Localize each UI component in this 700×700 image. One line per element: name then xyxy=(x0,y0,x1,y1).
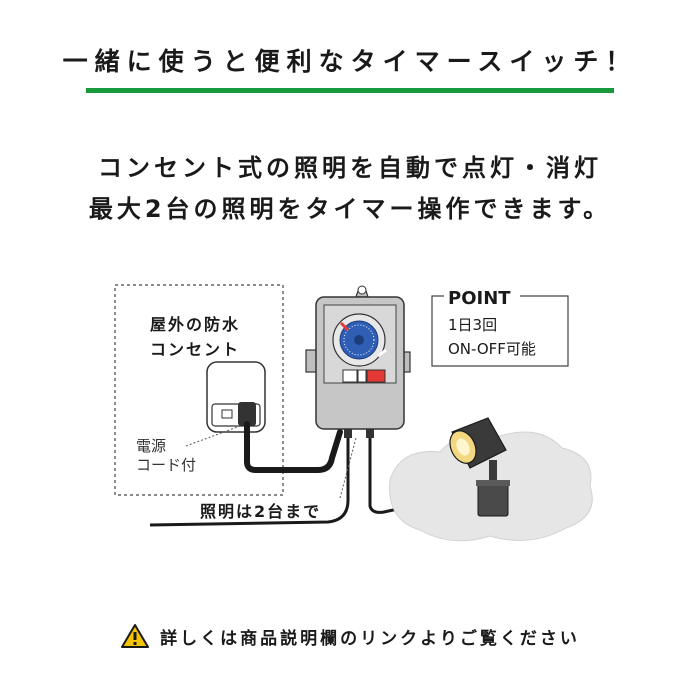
cord-leader-line xyxy=(185,425,241,447)
outlet-label-line-1: 屋外の防水 xyxy=(150,315,240,334)
footer-notice: 詳しくは商品説明欄のリンクよりご覧ください xyxy=(0,620,700,652)
light-cord-1 xyxy=(149,438,350,527)
footer-notice-text: 詳しくは商品説明欄のリンクよりご覧ください xyxy=(160,628,580,649)
point-line-2: ON-OFF可能 xyxy=(448,340,536,358)
point-title: POINT xyxy=(448,288,511,309)
description-line-1: コンセント式の照明を自動で点灯・消灯 xyxy=(98,154,602,182)
warning-icon xyxy=(121,624,150,648)
timer-setup-diagram: 屋外の防水 コンセント 電源 コード付 照明は2台まで xyxy=(114,284,593,542)
cord-label-line-2: コード付 xyxy=(136,456,196,474)
light-cord-2 xyxy=(368,438,471,514)
power-cord xyxy=(244,421,343,473)
timer-switch-icon xyxy=(305,285,411,438)
outlet-area-frame xyxy=(114,284,284,496)
spotlight-icon xyxy=(449,417,510,517)
point-callout: POINT 1日3回 ON-OFF可能 xyxy=(431,288,569,367)
outlet-label-line-2: コンセント xyxy=(150,340,240,359)
cord-label-line-1: 電源 xyxy=(136,437,166,455)
lights-limit-label: 照明は2台まで xyxy=(200,502,321,521)
header-divider xyxy=(86,88,614,93)
description-line-2: 最大2台の照明をタイマー操作できます。 xyxy=(88,195,612,223)
waterproof-outlet-icon xyxy=(206,361,266,433)
point-line-1: 1日3回 xyxy=(448,316,497,334)
header-title: 一緒に使うと便利なタイマースイッチ！ xyxy=(62,47,638,76)
